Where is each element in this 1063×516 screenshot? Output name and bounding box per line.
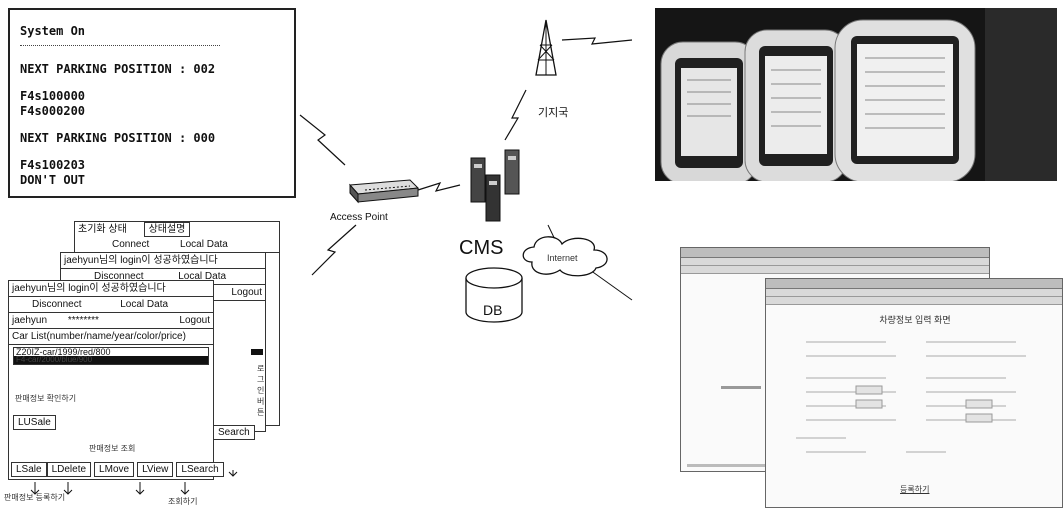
car-list-item-selected[interactable]: F4-car/2000/blue/900 (14, 356, 208, 364)
lusale-button[interactable]: LUSale (13, 415, 56, 430)
login-button-note: 로그인 버튼 (257, 364, 265, 417)
server-icon (470, 149, 520, 222)
user-id-field[interactable]: jaehyun (12, 315, 48, 326)
database-icon (465, 267, 523, 323)
disconnect-button-front[interactable]: Disconnect (28, 298, 86, 311)
password-field[interactable]: ******** (67, 315, 99, 326)
search-button-middle[interactable]: Search (213, 425, 255, 440)
terminal-separator (20, 45, 220, 46)
wireless-link-terminal (299, 114, 346, 166)
terminal-code-3: F4s100203 (20, 158, 86, 172)
web-page-title: 차량정보 입력 화면 (879, 315, 951, 325)
web-form-lines (796, 341, 1026, 453)
cms-label: CMS (459, 237, 504, 259)
link-internet-web (589, 269, 633, 301)
web-window-front: 차량정보 입력 화면 등록하기 (765, 278, 1063, 508)
connect-button[interactable]: Connect (108, 238, 154, 251)
terminal-title: System On (20, 24, 86, 38)
web-submit-button[interactable]: 등록하기 (900, 485, 930, 494)
logout-button-front[interactable]: Logout (179, 315, 210, 326)
wireless-link-phone (561, 37, 633, 45)
terminal-line-2: NEXT PARKING POSITION : 000 (20, 131, 216, 145)
terminal-code-2: F4s000200 (20, 104, 86, 118)
toolbar-arrows (30, 470, 238, 495)
access-point-label: Access Point (330, 212, 388, 223)
terminal-line-1: NEXT PARKING POSITION : 002 (20, 62, 216, 76)
lsearch-button[interactable]: LSearch (176, 462, 224, 477)
internet-label: Internet (547, 253, 578, 263)
lmove-button[interactable]: LMove (94, 462, 135, 477)
wireless-link-pda (311, 224, 357, 276)
local-data-button-back[interactable]: Local Data (176, 238, 232, 251)
lsale-button[interactable]: LSale (11, 462, 47, 477)
local-data-button-middle[interactable]: Local Data (174, 270, 231, 283)
base-station-label: 기지국 (538, 107, 569, 119)
disconnect-button-middle[interactable]: Disconnect (90, 270, 148, 283)
pda-window-front: jaehyun님의 login이 성공하였습니다 Disconnect Loca… (8, 280, 224, 480)
lview-button[interactable]: LView (137, 462, 174, 477)
db-label: DB (483, 302, 503, 318)
list-highlight-middle (251, 349, 263, 355)
car-list: Z20IZ-car/1999/red/800 F4-car/2000/blue/… (13, 347, 209, 365)
wireless-link-ap-server (417, 181, 461, 192)
login-message-middle: jaehyun님의 login이 성공하였습니다 (61, 253, 265, 269)
logout-button-middle[interactable]: Logout (231, 287, 262, 298)
antenna-tower-icon (535, 19, 557, 76)
login-message-front: jaehyun님의 login이 성공하였습니다 (9, 281, 213, 297)
local-data-button-front[interactable]: Local Data (116, 298, 173, 311)
init-status-label: 초기화 상태 (78, 224, 127, 235)
sale-info-check-label: 판매정보 확인하기 (15, 394, 77, 403)
footer-view-note: 조회하기 (168, 497, 198, 506)
car-list-item[interactable]: Z20IZ-car/1999/red/800 (16, 347, 111, 357)
terminal-code-4: DON'T OUT (20, 173, 86, 187)
status-desc-button[interactable]: 상태설명 (143, 222, 191, 237)
internet-cloud-icon (522, 236, 608, 277)
access-point-icon (348, 179, 420, 204)
terminal-code-1: F4s100000 (20, 89, 86, 103)
sale-info-view-label: 판매정보 조회 (89, 444, 136, 453)
parking-terminal-display: System On NEXT PARKING POSITION : 002 F4… (8, 8, 296, 198)
footer-register-note: 판매정보 등록하기 (4, 493, 66, 502)
ldelete-button[interactable]: LDelete (46, 462, 92, 477)
pda-devices-photo (655, 8, 1057, 181)
car-list-header: Car List(number/name/year/color/price) (9, 329, 213, 345)
wireless-link-base (504, 89, 527, 141)
